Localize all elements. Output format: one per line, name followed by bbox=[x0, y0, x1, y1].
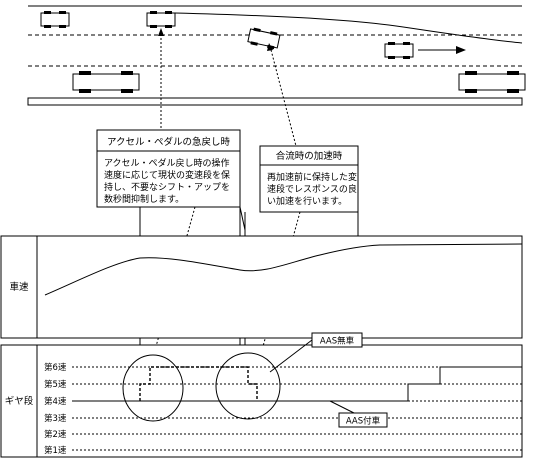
highlight-release-ellipse bbox=[122, 354, 184, 422]
callout-release: アクセル・ペダルの急戻し時 アクセル・ペダル戻し時の操作 速度に応じて現状の変速… bbox=[96, 129, 241, 208]
label-with-aas-pointer bbox=[329, 400, 355, 414]
callout-release-box bbox=[96, 129, 241, 208]
callout-release-line-3: 持し、不要なシフト・アップを bbox=[104, 181, 230, 193]
car-merging bbox=[247, 27, 281, 50]
callout-merge-line-3: い加速を行います。 bbox=[267, 195, 347, 207]
gear-6-label: 第6速 bbox=[44, 362, 67, 373]
leader-merge-road-head bbox=[267, 43, 273, 51]
callout-merge-title: 合流時の加速時 bbox=[276, 150, 343, 162]
gear-2-label: 第2速 bbox=[44, 429, 67, 440]
callout-release-line-2: 速度に応じて現状の変速段を保 bbox=[104, 169, 230, 181]
leader-release-road-head bbox=[158, 28, 164, 36]
gear-1-label: 第1速 bbox=[44, 445, 67, 456]
gear-panel: ギヤ段 第6速 第5速 第4速 第3速 第2速 第1速 AAS無車 AAS付車 bbox=[0, 332, 523, 458]
leader-release-chart bbox=[154, 206, 196, 351]
callout-release-line-1: アクセル・ペダル戻し時の操作 bbox=[104, 157, 230, 169]
car-5 bbox=[458, 71, 526, 93]
gear-3-label: 第3速 bbox=[44, 413, 67, 424]
car-4 bbox=[72, 71, 140, 93]
leader-merge-road bbox=[269, 45, 297, 147]
speed-panel-frame bbox=[0, 235, 523, 339]
callout-merge-line-1: 再加速前に保持した変 bbox=[267, 171, 357, 183]
label-with-aas: AAS付車 bbox=[346, 416, 381, 427]
speed-label: 車速 bbox=[9, 281, 29, 293]
label-no-aas: AAS無車 bbox=[320, 336, 355, 347]
callout-release-line-4: 数秒間抑制します。 bbox=[104, 193, 184, 205]
road-barrier bbox=[27, 97, 523, 106]
car-1 bbox=[40, 11, 70, 28]
gear-4-label: 第4速 bbox=[44, 396, 67, 407]
car-2 bbox=[146, 11, 176, 28]
speed-curve bbox=[44, 243, 523, 296]
label-with-aas-box bbox=[338, 412, 388, 428]
gear-line-aas-equipped bbox=[72, 366, 522, 402]
car-3 bbox=[384, 42, 414, 59]
travel-arrow-head bbox=[456, 46, 466, 54]
callout-merge-box bbox=[259, 145, 359, 213]
speed-panel: 車速 bbox=[0, 235, 523, 339]
gear-5-label: 第5速 bbox=[44, 379, 67, 390]
label-no-aas-pointer bbox=[269, 339, 313, 373]
callout-merge: 合流時の加速時 再加速前に保持した変 速段でレスポンスの良 い加速を行います。 bbox=[259, 145, 359, 213]
highlight-merge-ellipse bbox=[215, 352, 281, 420]
gear-label: ギヤ段 bbox=[5, 395, 34, 407]
callout-merge-line-2: 速段でレスポンスの良 bbox=[267, 183, 357, 195]
road-scene bbox=[27, 5, 526, 106]
guide-join bbox=[239, 206, 246, 231]
merge-lane-edge bbox=[174, 12, 523, 44]
callout-release-title: アクセル・ペダルの急戻し時 bbox=[107, 136, 231, 148]
gear-line-no-aas bbox=[139, 366, 258, 401]
